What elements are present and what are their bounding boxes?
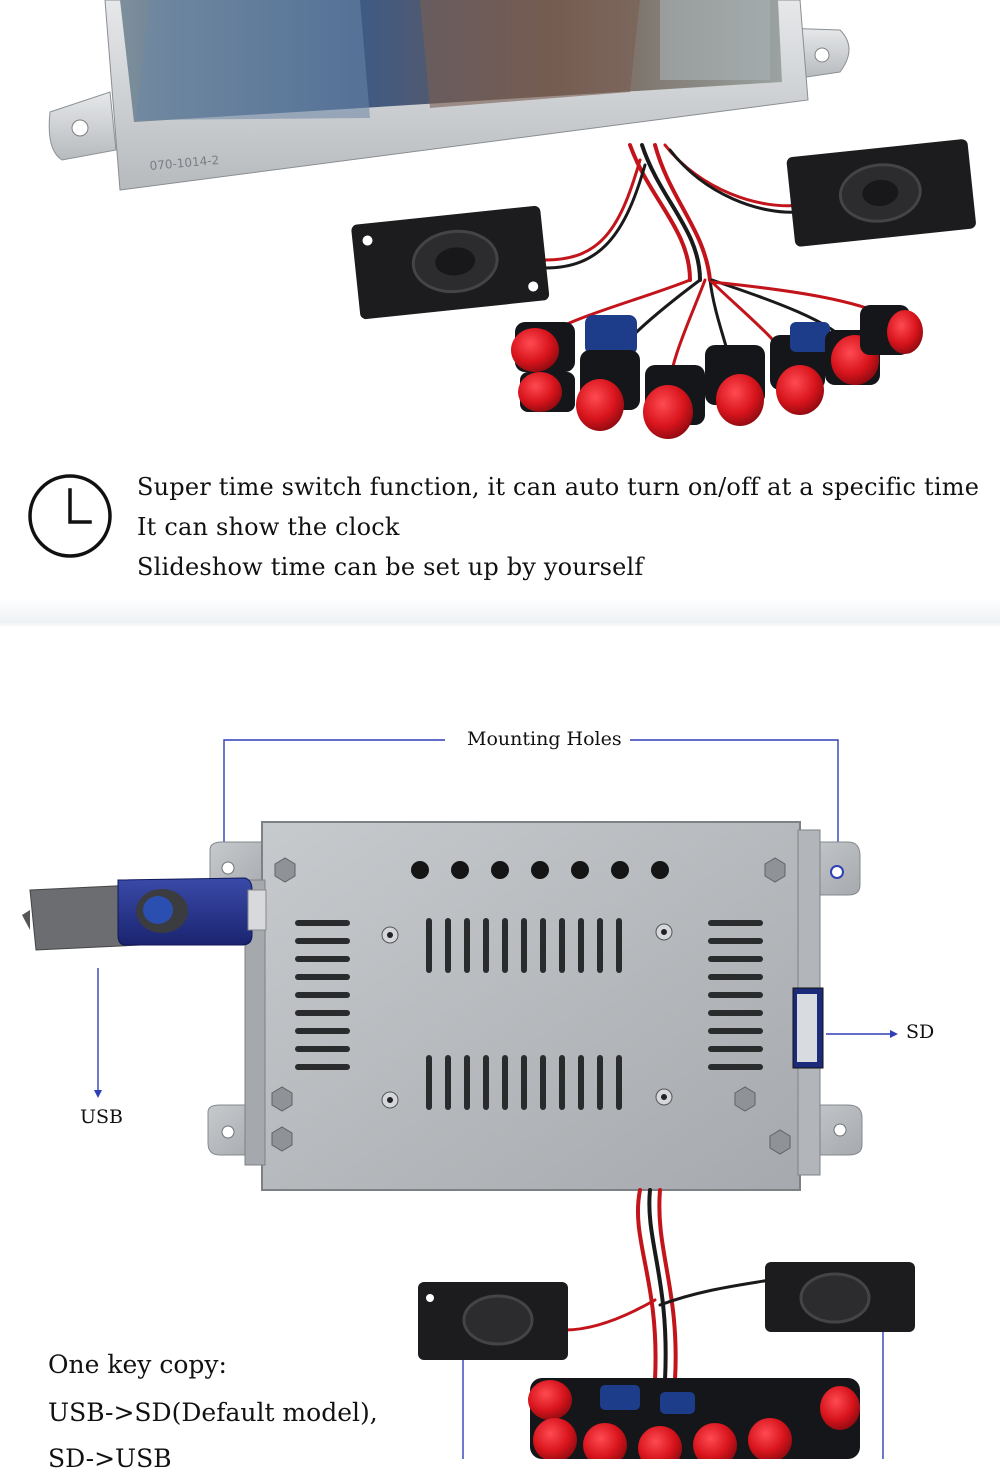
copy-mode-default: USB->SD(Default model), bbox=[48, 1398, 378, 1427]
clock-icon bbox=[26, 472, 114, 560]
feature-time-switch: Super time switch function, it can auto … bbox=[137, 473, 980, 501]
feature-slideshow: Slideshow time can be set up by yourself bbox=[137, 553, 644, 581]
copy-heading: One key copy: bbox=[48, 1350, 227, 1379]
section-divider bbox=[0, 598, 1000, 626]
monitor-kit-photo: 070-1014-2 bbox=[48, 0, 976, 439]
callout-lines bbox=[97, 739, 892, 1459]
mounting-holes-label: Mounting Holes bbox=[467, 728, 622, 750]
frame-marking: 070-1014-2 bbox=[149, 153, 220, 173]
sd-label: SD bbox=[906, 1021, 935, 1043]
control-board-photo bbox=[22, 739, 915, 1459]
usb-stick bbox=[22, 877, 267, 951]
usb-label: USB bbox=[80, 1106, 123, 1128]
feature-clock: It can show the clock bbox=[137, 513, 400, 541]
